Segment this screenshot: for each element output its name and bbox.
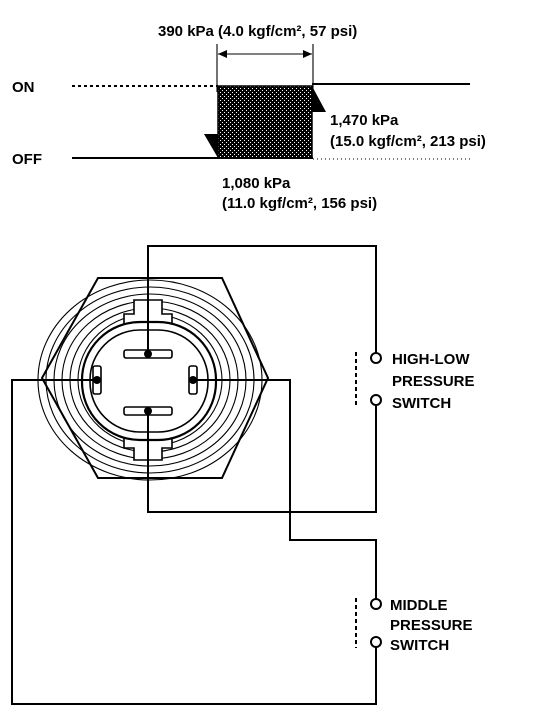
middle-contact-bottom [370,636,382,648]
high-low-label-3: SWITCH [392,395,451,412]
rising-arrow [312,86,326,112]
middle-label-3: SWITCH [390,637,449,654]
hysteresis-band [218,86,312,158]
lower-pressure-label: 1,080 kPa [222,175,291,192]
band-width-label: 390 kPa (4.0 kgf/cm², 57 psi) [158,23,357,40]
wire-middle-a [11,379,377,705]
band-arrow-right [303,50,312,58]
wire-middle-b [193,379,377,604]
wiring [11,245,377,705]
band-arrow-left [218,50,227,58]
hysteresis-graph: 390 kPa (4.0 kgf/cm², 57 psi) ON OFF 1,4… [12,23,486,212]
off-label: OFF [12,151,42,168]
upper-pressure-sublabel: (15.0 kgf/cm², 213 psi) [330,133,486,150]
wire-high-low-a [147,245,377,358]
middle-label-2: PRESSURE [390,617,473,634]
falling-arrow [204,134,218,158]
high-low-label-2: PRESSURE [392,373,475,390]
hysteresis-band-outline [217,85,313,159]
lower-pressure-sublabel: (11.0 kgf/cm², 156 psi) [222,195,377,212]
middle-pressure-switch: MIDDLE PRESSURE SWITCH [355,597,473,654]
wire-high-low-b [147,400,377,513]
high-low-label-1: HIGH-LOW [392,351,470,368]
high-low-pressure-switch: HIGH-LOW PRESSURE SWITCH [355,351,475,412]
on-label: ON [12,79,35,96]
middle-contact-top [370,598,382,610]
upper-pressure-label: 1,470 kPa [330,112,399,129]
high-low-contact-top [370,352,382,364]
high-low-contact-bottom [370,394,382,406]
middle-label-1: MIDDLE [390,597,448,614]
